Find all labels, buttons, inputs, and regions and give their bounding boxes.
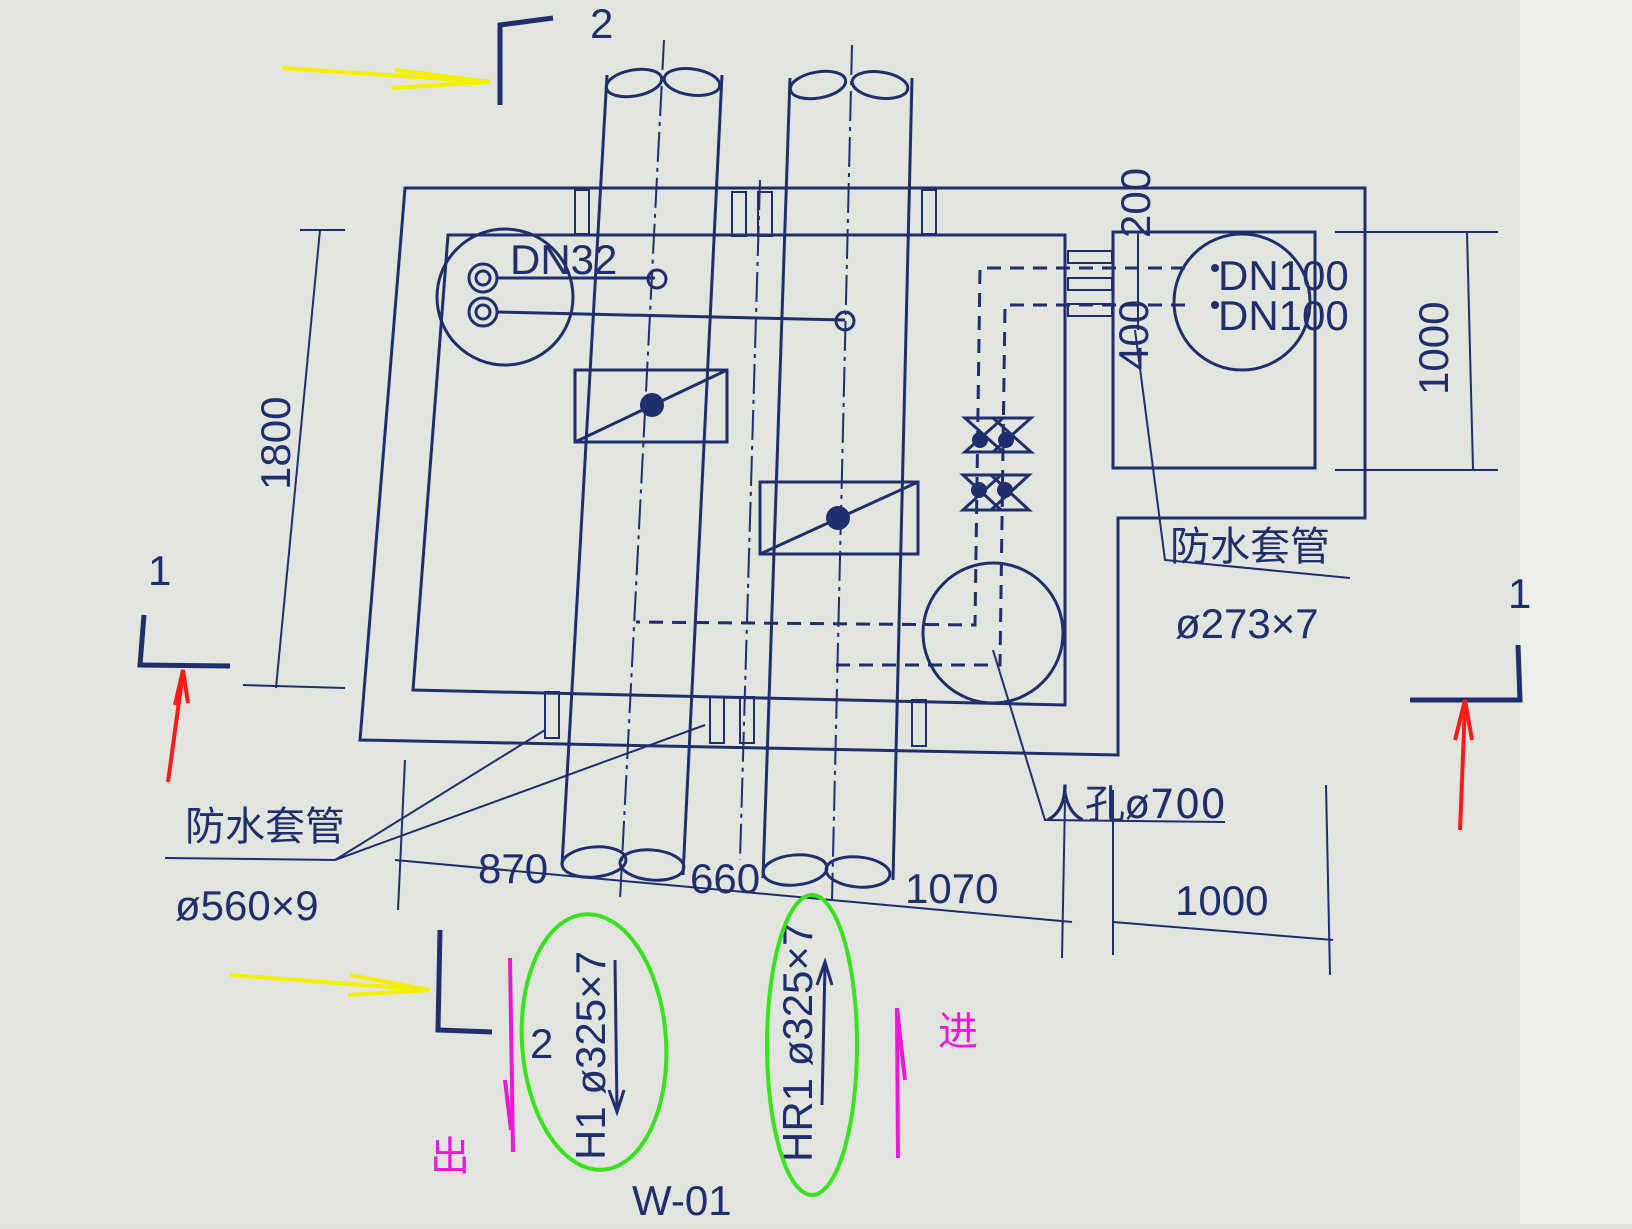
dim-870: 870: [478, 845, 548, 892]
label-in: 进: [938, 1009, 978, 1055]
label-pipe-in: HR1 ø325×7: [774, 923, 821, 1162]
drain-pit: [435, 227, 856, 367]
manhole-icon: [921, 561, 1065, 705]
sleeve-right-leader: [1134, 329, 1351, 579]
valve-stem-icon: [826, 506, 850, 530]
label-dn100-b: DN100: [1218, 292, 1349, 339]
paper-edge: [1520, 0, 1632, 1224]
section-number-left: 1: [148, 547, 171, 594]
magenta-flow-marks: [503, 957, 907, 1159]
dim-400: 400: [1110, 300, 1157, 370]
section-number-bottom: 2: [530, 1020, 553, 1067]
wall-sleeves: [544, 189, 1113, 747]
dimension-lines: [164, 229, 1498, 976]
dim-left-height: 1800: [252, 397, 299, 490]
chamber-outline: [358, 186, 1367, 757]
label-sleeve-right-title: 防水套管: [1170, 524, 1330, 570]
label-sleeve-bottom-spec: ø560×9: [175, 882, 319, 929]
label-drawing-id: W-01: [632, 1177, 732, 1224]
dim-660: 660: [690, 855, 760, 902]
section-number-top: 2: [590, 0, 613, 47]
section-markers: [137, 15, 1523, 1035]
label-pipe-out: H1 ø325×7: [567, 951, 614, 1160]
label-dn32: DN32: [510, 236, 617, 283]
right-pit-circle: [1172, 232, 1312, 372]
bypass-pipes: [635, 266, 1185, 667]
label-sleeve-bottom-title: 防水套管: [185, 804, 345, 850]
yellow-arrows: [229, 66, 491, 997]
red-arrows: [166, 669, 1474, 831]
manhole-leader: [992, 649, 1226, 823]
flow-direction-arrows: [607, 957, 834, 1117]
dim-1070: 1070: [905, 865, 998, 912]
dim-right-height: 1000: [1410, 302, 1457, 395]
dim-bottom-right-1000: 1000: [1175, 877, 1268, 924]
green-circles: [519, 893, 859, 1197]
section-number-right: 1: [1508, 570, 1531, 617]
main-pipes: [560, 39, 914, 901]
valve-stem-icon: [640, 393, 664, 417]
label-out: 出: [430, 1134, 470, 1180]
label-sleeve-right-spec: ø273×7: [1175, 600, 1319, 647]
label-dn100-a: DN100: [1218, 252, 1349, 299]
bypass-valves: [959, 416, 1035, 512]
label-manhole: 人孔ø700: [1045, 782, 1226, 828]
dim-200: 200: [1112, 168, 1159, 238]
